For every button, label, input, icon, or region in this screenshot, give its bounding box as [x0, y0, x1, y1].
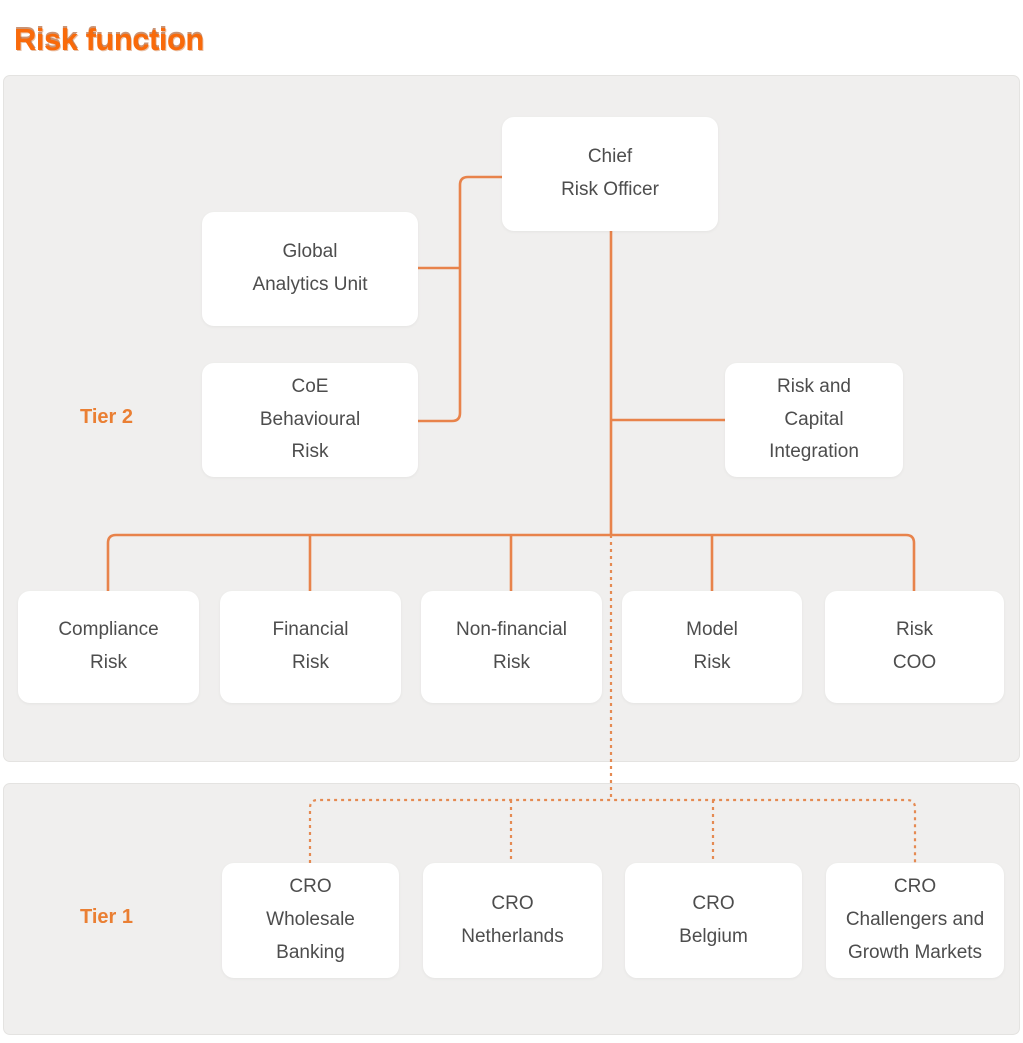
org-node-financial-risk: Financial Risk [220, 591, 401, 703]
org-node-risk-capital-integration: Risk and Capital Integration [725, 363, 903, 477]
org-node-cro-belgium: CRO Belgium [625, 863, 802, 978]
tier2-label: Tier 2 [80, 406, 133, 428]
org-node-cro-netherlands: CRO Netherlands [423, 863, 602, 978]
org-node-non-financial-risk: Non-financial Risk [421, 591, 602, 703]
org-node-model-risk: Model Risk [622, 591, 802, 703]
org-node-compliance-risk: Compliance Risk [18, 591, 199, 703]
org-node-global-analytics-unit: Global Analytics Unit [202, 212, 418, 326]
org-node-cro-challengers-growth-markets: CRO Challengers and Growth Markets [826, 863, 1004, 978]
page-title: Risk function [14, 22, 204, 57]
org-node-chief-risk-officer: Chief Risk Officer [502, 117, 718, 231]
tier1-label: Tier 1 [80, 906, 133, 928]
org-node-coe-behavioural-risk: CoE Behavioural Risk [202, 363, 418, 477]
org-node-risk-coo: Risk COO [825, 591, 1004, 703]
org-node-cro-wholesale-banking: CRO Wholesale Banking [222, 863, 399, 978]
